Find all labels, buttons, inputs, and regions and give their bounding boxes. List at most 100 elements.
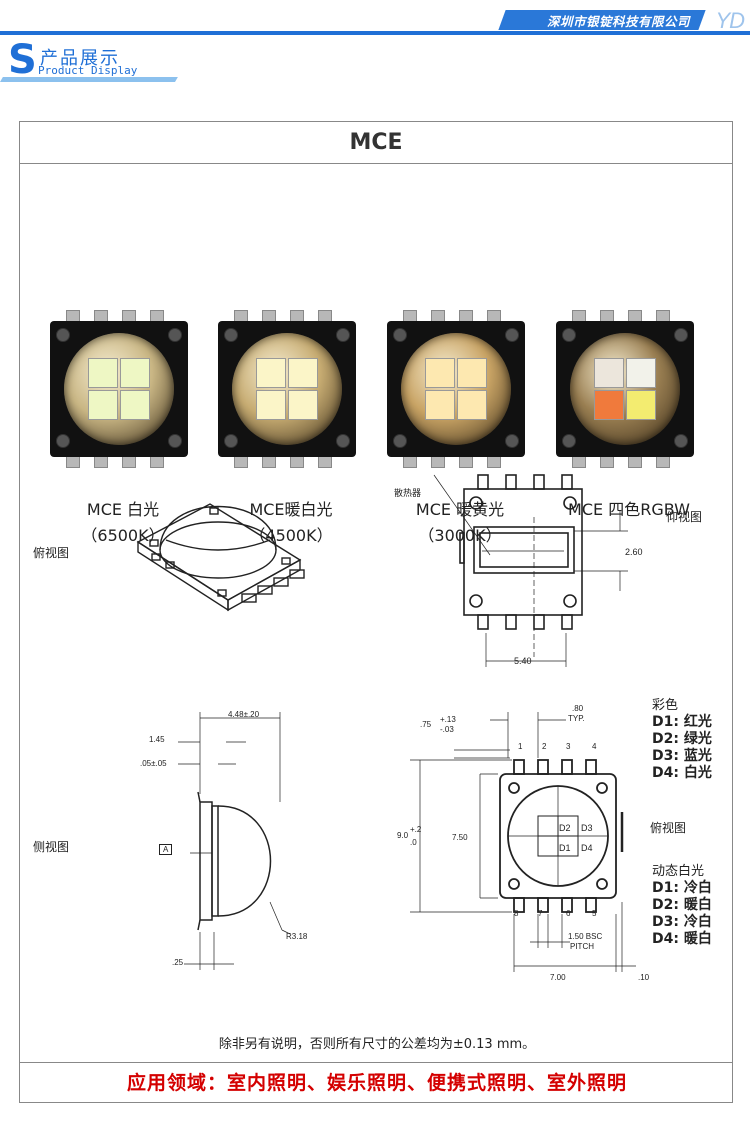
mount-hole bbox=[224, 434, 238, 448]
legend-color-row: D3: 蓝光 bbox=[652, 748, 712, 764]
dim-25: .25 bbox=[172, 958, 184, 967]
led-chip-photo bbox=[554, 306, 696, 472]
mount-hole bbox=[56, 434, 70, 448]
heatsink-label: 散热器 bbox=[394, 488, 422, 498]
led-pin bbox=[150, 456, 164, 468]
tol-90-plus: +.2 bbox=[410, 825, 422, 834]
lens-dome bbox=[64, 333, 174, 445]
lens-dome bbox=[401, 333, 511, 445]
side-view-drawing bbox=[178, 712, 291, 970]
die-d3: D3 bbox=[581, 823, 593, 833]
die-d1: D1 bbox=[559, 843, 571, 853]
bottom-view-label: 仰视图 bbox=[666, 510, 703, 524]
front-view-drawing bbox=[410, 712, 636, 972]
legend-color: 彩色 D1: 红光 D2: 绿光 D3: 蓝光 D4: 白光 bbox=[652, 697, 712, 782]
side-view-label: 侧视图 bbox=[33, 840, 70, 854]
section-subtitle: Product Display bbox=[38, 64, 138, 77]
dim-10: .10 bbox=[638, 973, 650, 982]
pin-4: 4 bbox=[592, 742, 597, 751]
pin-1: 1 bbox=[518, 742, 523, 751]
product-name: MCE 白光 bbox=[86, 500, 160, 519]
mount-hole bbox=[168, 434, 182, 448]
led-chip-photo bbox=[48, 306, 190, 472]
dim-75: .75 bbox=[420, 720, 432, 729]
led-pin bbox=[403, 456, 417, 468]
product-color-temp: （6500K） bbox=[81, 526, 165, 545]
section-underline bbox=[0, 77, 178, 82]
dim-top: 4.48±.20 bbox=[228, 710, 260, 719]
footer-divider bbox=[20, 1062, 732, 1063]
pin-5: 5 bbox=[592, 909, 597, 918]
mount-hole bbox=[393, 328, 407, 342]
legend-dynamic: 动态白光 D1: 冷白 D2: 暖白 D3: 冷白 D4: 暖白 bbox=[652, 863, 712, 948]
legend-dynamic-title: 动态白光 bbox=[652, 864, 705, 879]
led-die bbox=[256, 390, 286, 420]
mount-hole bbox=[56, 328, 70, 342]
top-view-drawing bbox=[136, 503, 305, 612]
legend-color-title: 彩色 bbox=[652, 698, 679, 713]
panel-title: MCE bbox=[20, 122, 732, 164]
led-pin bbox=[66, 456, 80, 468]
mount-hole bbox=[562, 328, 576, 342]
mount-hole bbox=[674, 328, 688, 342]
led-chip-photo bbox=[385, 306, 527, 472]
led-die bbox=[120, 358, 150, 388]
led-pin bbox=[94, 456, 108, 468]
led-pin bbox=[262, 456, 276, 468]
led-die bbox=[425, 390, 455, 420]
die-d4: D4 bbox=[581, 843, 593, 853]
legend-color-row: D4: 白光 bbox=[652, 765, 712, 781]
pin-2: 2 bbox=[542, 742, 547, 751]
dim-750: 7.50 bbox=[452, 833, 468, 842]
led-die bbox=[288, 390, 318, 420]
mount-hole bbox=[674, 434, 688, 448]
led-die bbox=[457, 390, 487, 420]
led-pin bbox=[234, 456, 248, 468]
led-die bbox=[256, 358, 286, 388]
mount-hole bbox=[336, 434, 350, 448]
yd-logo: YD bbox=[715, 8, 745, 33]
led-die bbox=[88, 390, 118, 420]
mount-hole bbox=[505, 328, 519, 342]
product-name: MCE暖白光 bbox=[249, 500, 333, 519]
tol-plus: +.13 bbox=[440, 715, 456, 724]
led-die bbox=[594, 390, 624, 420]
led-pin bbox=[656, 456, 670, 468]
pitch-line2: PITCH bbox=[570, 942, 594, 951]
dim-typ: TYP. bbox=[568, 714, 585, 723]
tol-minus: -.03 bbox=[440, 725, 454, 734]
legend-dynamic-row: D4: 暖白 bbox=[652, 931, 712, 947]
dim-90: 9.0 bbox=[397, 831, 409, 840]
led-chip-photo bbox=[216, 306, 358, 472]
tol-90-minus: .0 bbox=[410, 838, 417, 847]
mount-hole bbox=[393, 434, 407, 448]
led-die bbox=[425, 358, 455, 388]
legend-dynamic-row: D1: 冷白 bbox=[652, 880, 712, 896]
lens-dome bbox=[232, 333, 342, 445]
mount-hole bbox=[168, 328, 182, 342]
ref-a: A bbox=[159, 844, 173, 855]
mount-hole bbox=[562, 434, 576, 448]
dim-80: .80 bbox=[572, 704, 584, 713]
product-name: MCE 四色RGBW bbox=[568, 500, 690, 519]
dim-05: .05±.05 bbox=[140, 759, 167, 768]
led-pin bbox=[318, 456, 332, 468]
tolerance-note: 除非另有说明，否则所有尺寸的公差均为±0.13 mm。 bbox=[218, 1037, 536, 1052]
pin-7: 7 bbox=[538, 909, 543, 918]
mount-hole bbox=[224, 328, 238, 342]
legend-dynamic-row: D2: 暖白 bbox=[652, 897, 712, 913]
pitch-line1: 1.50 BSC bbox=[568, 932, 603, 941]
legend-color-row: D2: 绿光 bbox=[652, 731, 712, 747]
front-view-label: 俯视图 bbox=[650, 821, 687, 835]
section-letter: S bbox=[8, 37, 37, 83]
led-die bbox=[594, 358, 624, 388]
led-pin bbox=[122, 456, 136, 468]
legend-color-row: D1: 红光 bbox=[652, 714, 712, 730]
legend-dynamic-row: D3: 冷白 bbox=[652, 914, 712, 930]
company-name: 深圳市银锭科技有限公司 bbox=[546, 14, 690, 29]
application-fields: 应用领域：室内照明、娱乐照明、便携式照明、室外照明 bbox=[126, 1072, 627, 1094]
pin-3: 3 bbox=[566, 742, 571, 751]
product-panel: MCE MCE 白光（6500K）MCE暖白光（4500K）MCE 暖黄光（30… bbox=[19, 121, 733, 1103]
mount-hole bbox=[505, 434, 519, 448]
led-die bbox=[88, 358, 118, 388]
